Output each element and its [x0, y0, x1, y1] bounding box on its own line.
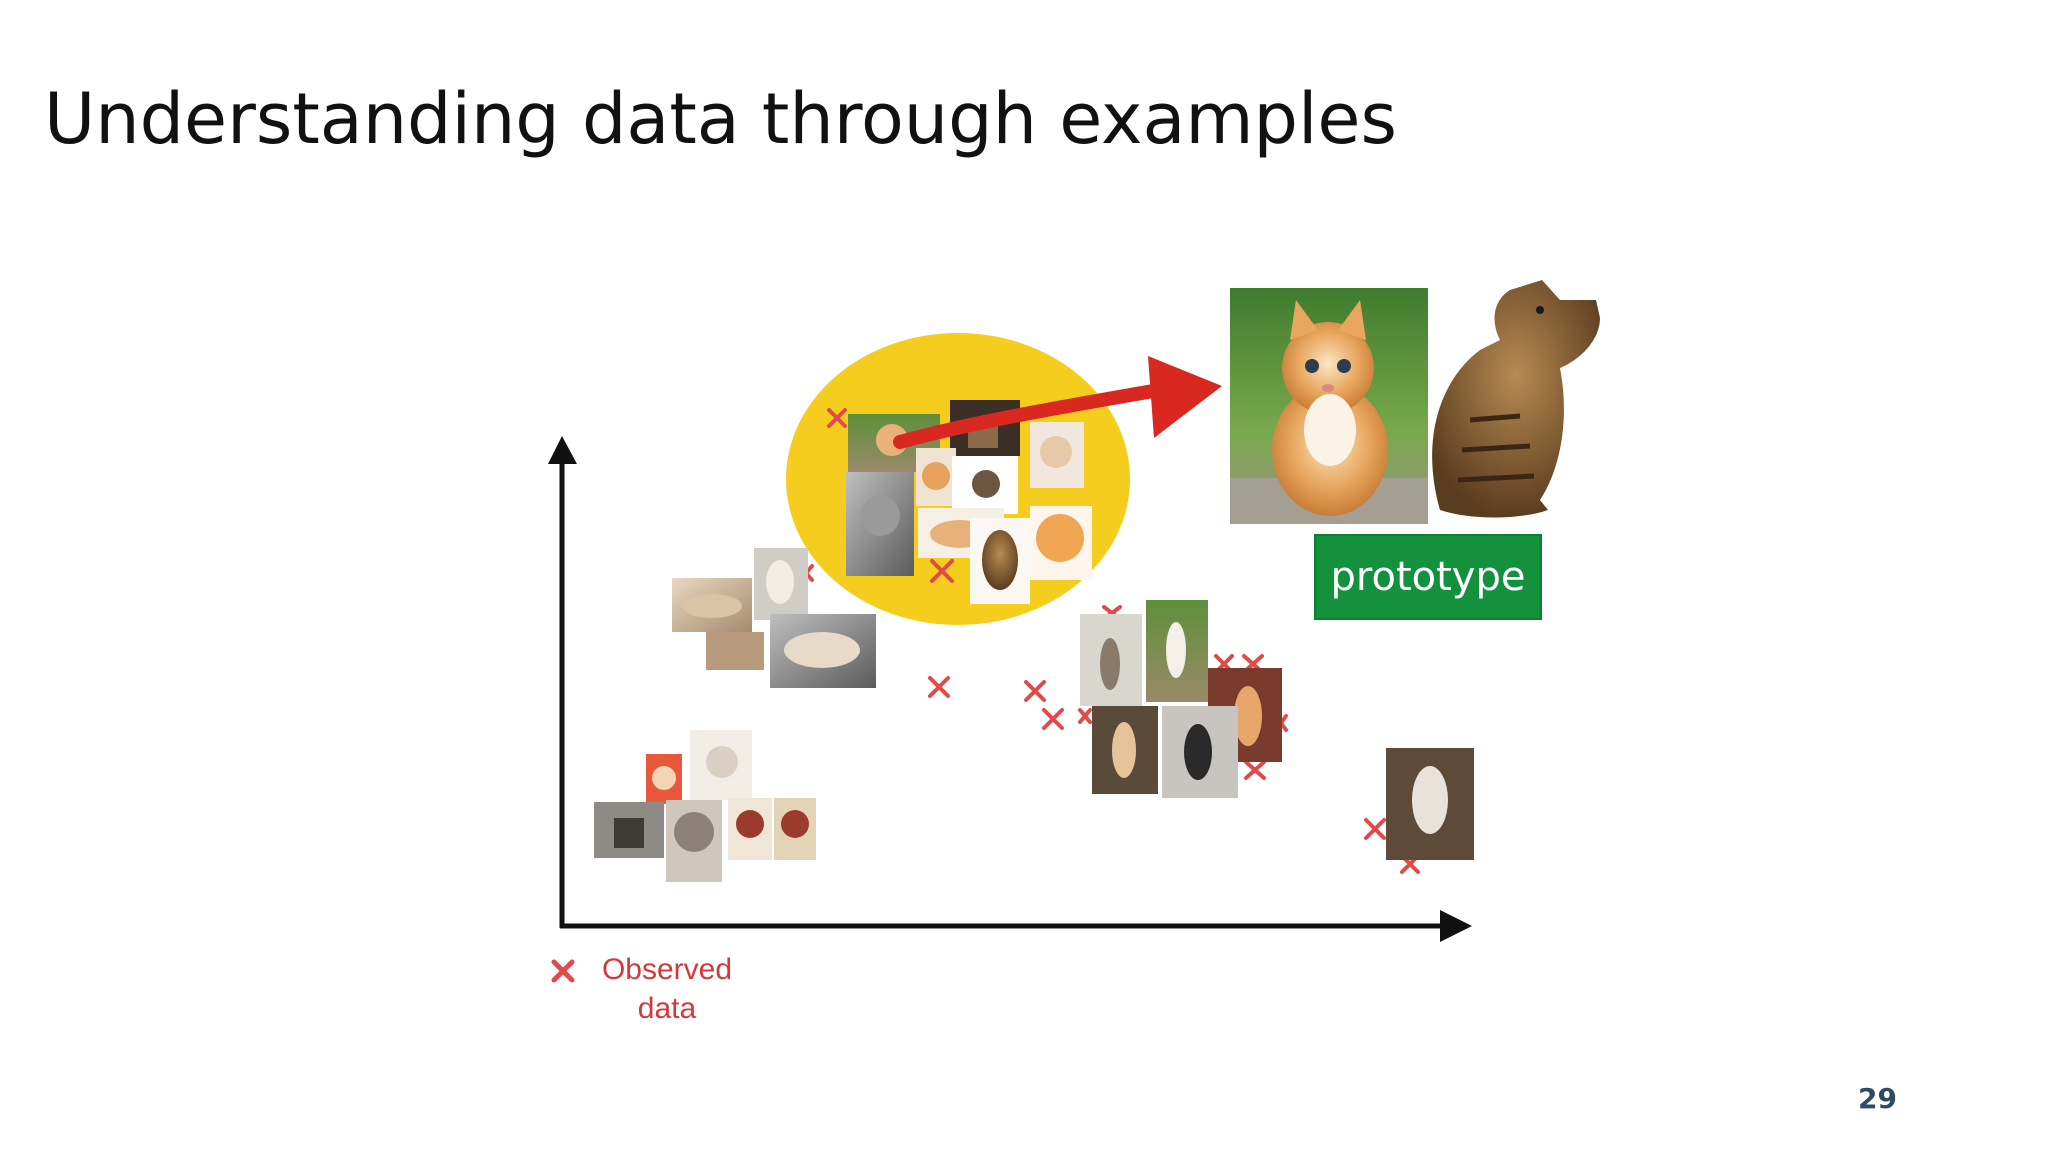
x-marker-icon — [1244, 760, 1266, 780]
x-marker-icon — [551, 959, 575, 983]
page-number: 29 — [1858, 1082, 1897, 1115]
prototype-kitten-photo — [1230, 288, 1428, 524]
lying-cats-photos — [672, 548, 876, 688]
slide-title: Understanding data through examples — [44, 78, 1397, 160]
y-axis-arrow-icon — [548, 436, 577, 464]
x-marker-icon — [827, 408, 847, 428]
x-marker-icon — [1364, 818, 1386, 840]
x-marker-icon — [1024, 680, 1046, 702]
x-axis-arrow-icon — [1440, 910, 1472, 942]
axes — [548, 436, 1472, 942]
cat-photo-thumbnail — [706, 632, 764, 670]
tabby-cat-photo — [1432, 280, 1600, 518]
x-marker-icon — [1042, 708, 1064, 730]
prototype-badge: prototype — [1314, 534, 1542, 620]
legend-label: Observed data — [601, 953, 733, 1025]
highlighted-cluster-photos — [846, 400, 1092, 604]
x-marker-icon — [1078, 708, 1092, 724]
x-marker-icon — [930, 559, 954, 583]
arrow-icon — [893, 356, 1222, 449]
x-marker-icon — [928, 676, 950, 698]
standing-cats-photos — [1080, 600, 1474, 860]
costumed-cats-photos — [594, 730, 816, 882]
